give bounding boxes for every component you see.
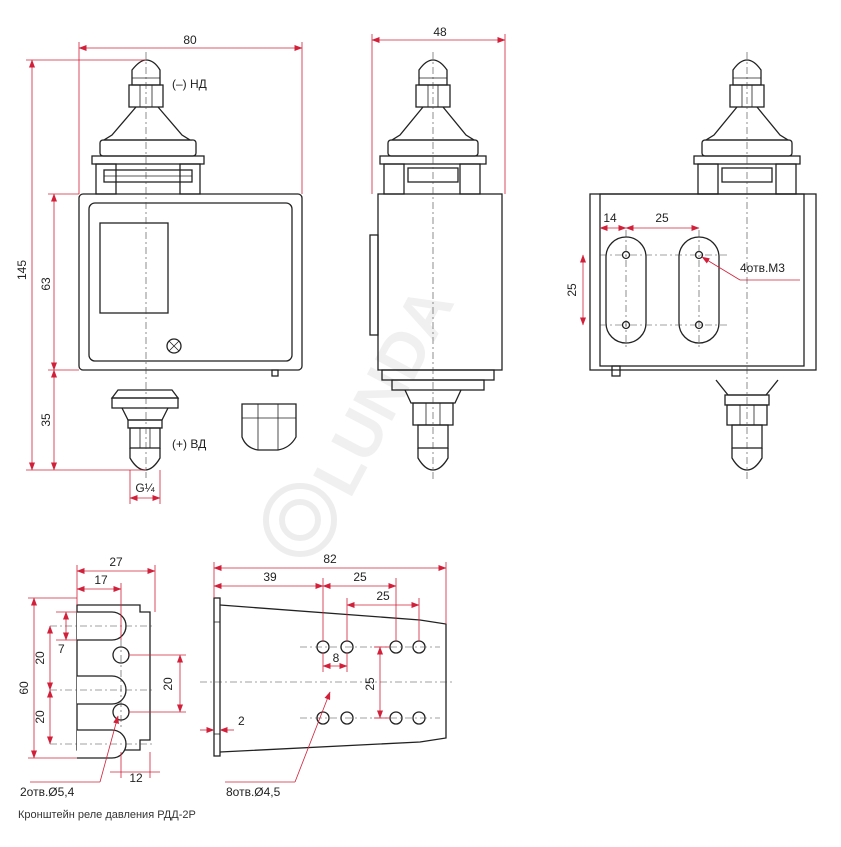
dim-plate-length: 82	[323, 552, 337, 566]
dim-bracket-pitch-2: 20	[33, 710, 47, 724]
dim-plate-hole-pitch: 8	[333, 651, 340, 665]
label-bracket-holes: 2отв.Ø5,4	[20, 785, 75, 799]
dim-thread: G¼	[135, 481, 155, 495]
dim-plate-hole-spacing-1: 25	[353, 570, 367, 584]
dim-side-width: 48	[433, 25, 447, 39]
front-dimensions: 80 145 63 35 G¼ (–) НД (+) ВД	[15, 33, 303, 504]
plate-dimensions: 82 39 25 25 8 25 2 8отв.Ø4,5	[200, 552, 447, 799]
bracket-dimensions: 27 17 7 60 20 20 20 12 2отв.Ø5,4	[17, 555, 186, 799]
dim-rear-offset: 14	[603, 211, 617, 225]
label-rear-holes: 4отв.М3	[740, 261, 785, 275]
rear-dimensions: 14 25 25 4отв.М3	[565, 211, 800, 326]
front-view	[78, 52, 303, 478]
dim-bracket-bottom-offset: 12	[129, 771, 143, 785]
dim-bracket-slot-offset: 17	[94, 573, 108, 587]
dim-bracket-hole-pitch: 20	[161, 677, 175, 691]
side-view	[369, 52, 503, 480]
label-high-pressure: (+) ВД	[172, 437, 206, 451]
rear-view	[589, 52, 817, 480]
dim-plate-offset: 39	[263, 570, 277, 584]
dim-total-height: 145	[15, 260, 29, 280]
bracket-view	[50, 604, 155, 759]
side-dimensions: 48	[371, 25, 506, 194]
dim-body-height: 63	[39, 277, 53, 291]
dim-bracket-slot-width: 7	[58, 642, 65, 656]
dim-rear-hole-spacing-h: 25	[655, 211, 669, 225]
dim-lower-height: 35	[39, 413, 53, 427]
dim-plate-hole-spacing-2: 25	[376, 589, 390, 603]
plate-view	[200, 597, 455, 757]
dim-plate-hole-vertical: 25	[363, 677, 377, 691]
watermark-text: LUNDA	[299, 275, 468, 507]
dim-front-width: 80	[183, 33, 197, 47]
dim-bracket-width: 27	[109, 555, 123, 569]
drawing-caption: Кронштейн реле давления РДД-2Р	[18, 809, 196, 821]
label-low-pressure: (–) НД	[172, 77, 207, 91]
dim-plate-thickness: 2	[238, 714, 245, 728]
dim-bracket-pitch-1: 20	[33, 651, 47, 665]
label-plate-holes: 8отв.Ø4,5	[226, 785, 281, 799]
dim-rear-hole-spacing-v: 25	[565, 283, 579, 297]
dim-bracket-total-height: 60	[17, 681, 31, 695]
